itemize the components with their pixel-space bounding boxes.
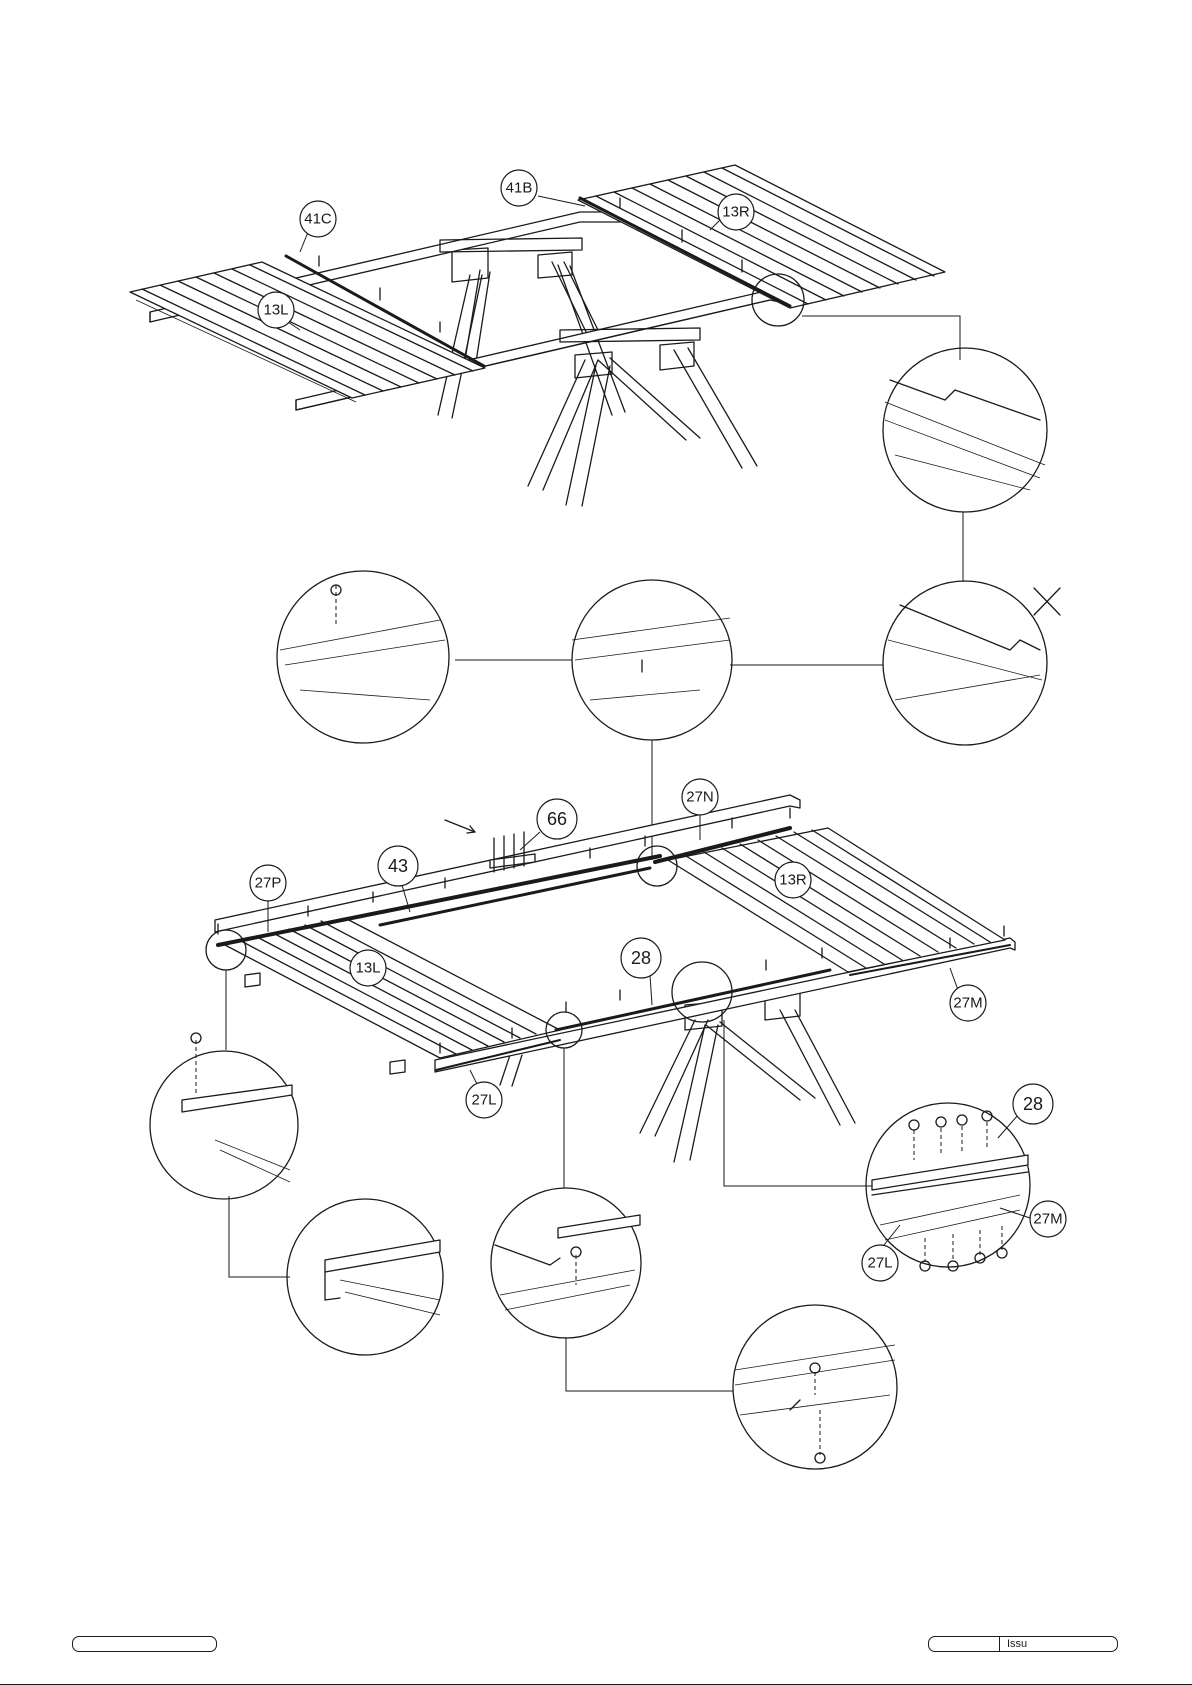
- callout-28-detail: 28: [1013, 1084, 1053, 1124]
- part-66: [445, 820, 535, 872]
- detail-marker-27N: [637, 846, 677, 886]
- svg-text:66: 66: [547, 809, 567, 829]
- svg-text:27M: 27M: [953, 995, 982, 1012]
- svg-text:41C: 41C: [304, 211, 332, 228]
- top-stand-legs: [438, 248, 757, 506]
- panel-13R-bottom: [668, 828, 1005, 972]
- callout-27L: 27L: [466, 1082, 502, 1118]
- callout-13R-top: 13R: [718, 194, 754, 230]
- detail-mid-left: [277, 571, 449, 743]
- detail-right-28: [866, 1103, 1030, 1271]
- svg-text:27L: 27L: [471, 1092, 496, 1109]
- svg-text:28: 28: [631, 948, 651, 968]
- top-assembly: [130, 165, 960, 506]
- callout-27N: 27N: [682, 779, 718, 815]
- svg-text:13L: 13L: [355, 960, 380, 977]
- footer-issue-box: Issu: [928, 1636, 1118, 1652]
- svg-text:27M: 27M: [1033, 1211, 1062, 1228]
- detail-mid-right: [883, 581, 1060, 745]
- svg-text:28: 28: [1023, 1094, 1043, 1114]
- svg-text:27L: 27L: [867, 1255, 892, 1272]
- detail-bottom-left: [150, 1033, 298, 1199]
- svg-text:27N: 27N: [686, 789, 714, 806]
- detail-bottom-right: [733, 1305, 897, 1469]
- svg-text:13R: 13R: [722, 204, 750, 221]
- detail-bottom-center: [491, 1188, 641, 1338]
- footer-left-box: [72, 1636, 217, 1652]
- callout-27L-detail: 27L: [862, 1245, 898, 1281]
- callout-66: 66: [537, 799, 577, 839]
- detail-mid-center: [572, 580, 732, 740]
- svg-text:41B: 41B: [506, 180, 533, 197]
- callout-27P: 27P: [250, 865, 286, 901]
- callout-41C: 41C: [300, 201, 336, 237]
- callout-27M: 27M: [950, 985, 986, 1021]
- callout-41B: 41B: [501, 170, 537, 206]
- detail-top-right: [883, 348, 1047, 512]
- callout-13L-top: 13L: [258, 292, 294, 328]
- panel-13L-top: [130, 262, 485, 402]
- callout-28: 28: [621, 938, 661, 978]
- svg-text:13L: 13L: [263, 302, 288, 319]
- bottom-assembly: [206, 795, 1015, 1162]
- detail-bottom-left-2: [287, 1199, 443, 1355]
- callout-43: 43: [378, 846, 418, 886]
- trim-27P: [218, 856, 660, 945]
- callout-13L-bottom: 13L: [350, 950, 386, 986]
- footer-issue-divider: [999, 1637, 1000, 1651]
- screw-icon: [810, 1363, 820, 1373]
- callout-27M-detail: 27M: [1030, 1201, 1066, 1237]
- panel-13L-bottom: [225, 918, 560, 1058]
- callout-13R-bottom: 13R: [775, 862, 811, 898]
- svg-text:13R: 13R: [779, 872, 807, 889]
- footer-issue-label: Issu: [1007, 1637, 1027, 1651]
- no-screw-icon: [1034, 588, 1060, 615]
- svg-text:43: 43: [388, 856, 408, 876]
- panel-13R-top: [578, 165, 945, 308]
- svg-text:27P: 27P: [255, 875, 282, 892]
